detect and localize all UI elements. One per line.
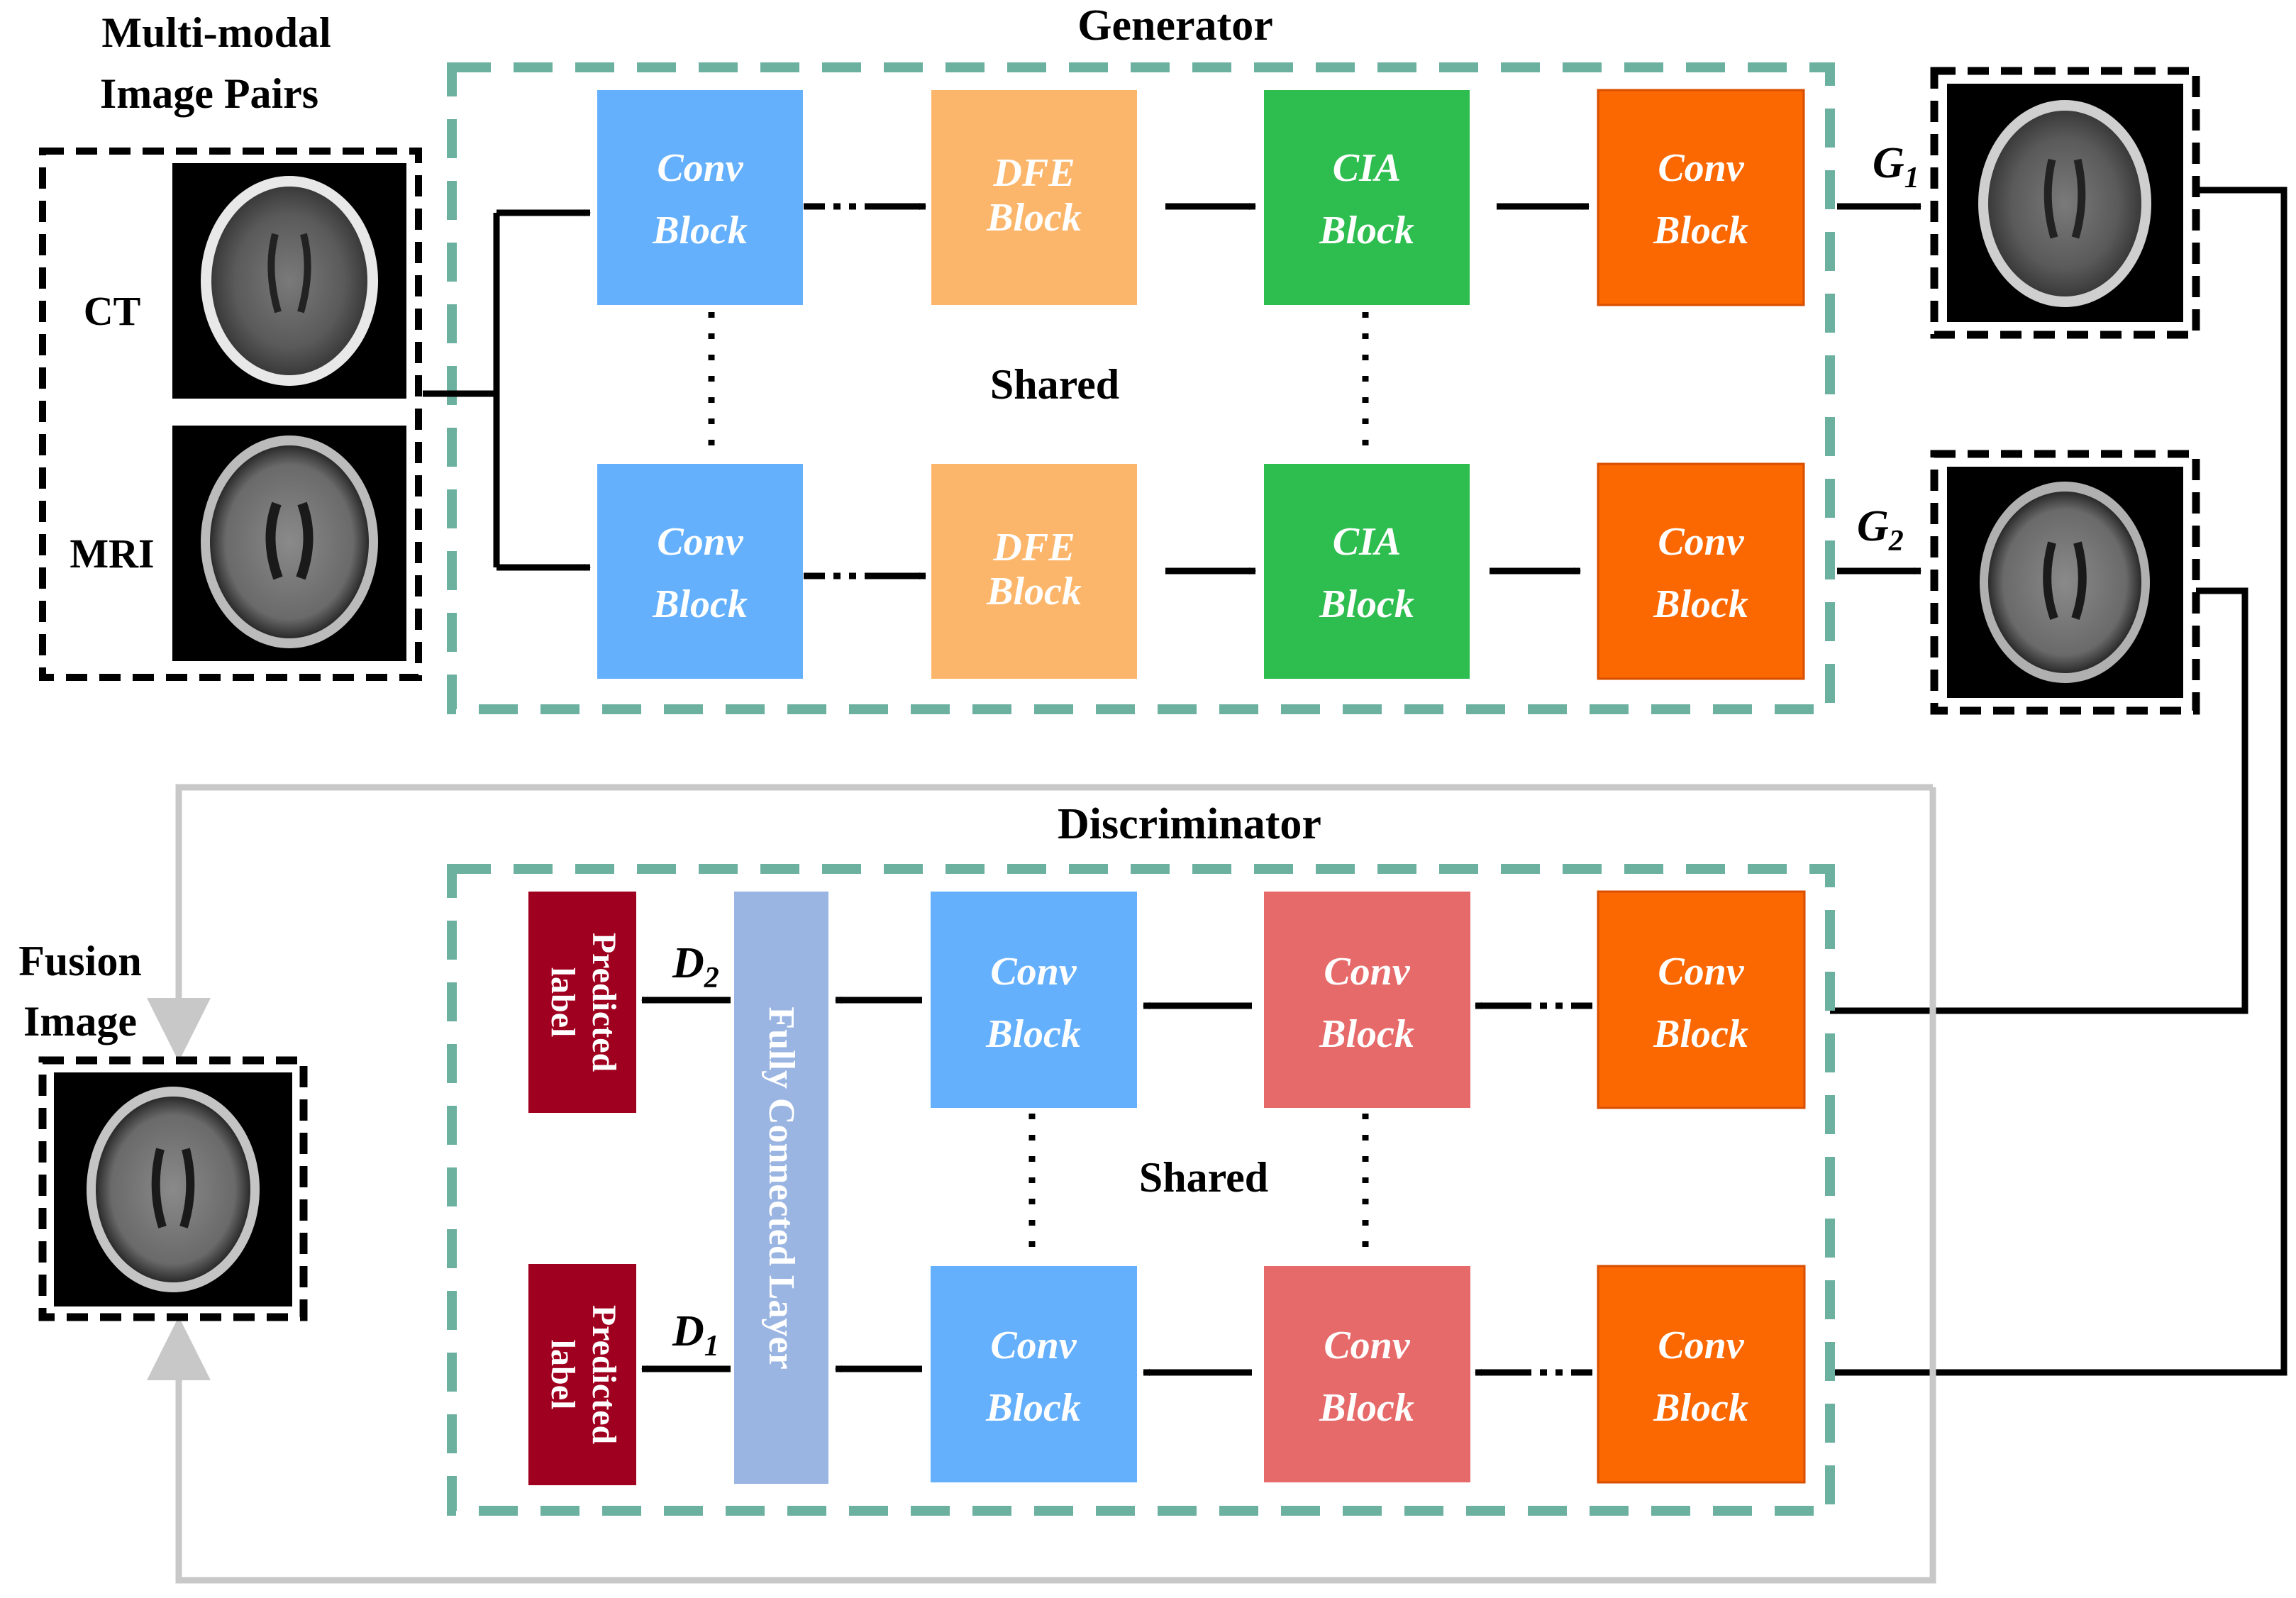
gen-arrows <box>804 203 1921 579</box>
svg-text:Block: Block <box>1653 582 1748 626</box>
disc-predicted-label-bottom: Predicted label <box>528 1264 636 1485</box>
svg-text:Conv: Conv <box>990 1324 1077 1367</box>
svg-text:DFE: DFE <box>992 526 1075 570</box>
disc-conv-block-bottom-mid: Conv Block <box>1264 1266 1470 1482</box>
svg-text:Predicted: Predicted <box>585 933 623 1072</box>
svg-text:Conv: Conv <box>990 950 1077 994</box>
svg-text:Block: Block <box>652 209 748 253</box>
gen-cia-block-bottom: CIA Block <box>1264 464 1470 679</box>
disc-conv-block-top-left: Conv Block <box>931 892 1137 1108</box>
svg-text:Fully Connected Layer: Fully Connected Layer <box>761 1006 802 1369</box>
svg-text:Conv: Conv <box>657 146 743 190</box>
svg-text:Block: Block <box>1653 1012 1748 1056</box>
fusion-image <box>54 1072 292 1306</box>
svg-text:Block: Block <box>986 196 1082 240</box>
svg-text:Conv: Conv <box>1658 950 1744 994</box>
gen-conv-out-block-top: Conv Block <box>1597 89 1805 306</box>
svg-text:CIA: CIA <box>1333 520 1402 564</box>
svg-text:Block: Block <box>986 570 1082 614</box>
mri-image <box>172 426 406 661</box>
g1-output-frame <box>1930 67 2200 339</box>
g2-label: G2 <box>1857 502 1904 557</box>
gen-dfe-block-top: DFE Block <box>931 90 1137 305</box>
ct-image <box>172 163 406 399</box>
g2-output-image <box>1947 467 2183 698</box>
svg-text:Predicted: Predicted <box>585 1305 623 1445</box>
svg-text:label: label <box>544 967 582 1038</box>
svg-text:Conv: Conv <box>1324 1324 1410 1367</box>
disc-conv-block-top-right: Conv Block <box>1597 890 1806 1109</box>
input-connector <box>423 213 500 567</box>
d2-label: D2 <box>672 939 719 994</box>
ct-label: CT <box>84 288 141 334</box>
fusion-title-line2: Image <box>23 998 137 1045</box>
svg-text:CIA: CIA <box>1333 146 1402 190</box>
svg-text:Conv: Conv <box>1658 146 1744 190</box>
mri-label: MRI <box>70 531 154 577</box>
g1-label: G1 <box>1873 139 1919 194</box>
input-title-line1: Multi-modal <box>101 9 331 56</box>
discriminator-title: Discriminator <box>1058 800 1321 848</box>
input-frame <box>39 148 422 681</box>
svg-text:Conv: Conv <box>1658 520 1744 564</box>
fusion-return-loop <box>147 787 1936 1584</box>
disc-conv-block-top-mid: Conv Block <box>1264 892 1470 1108</box>
g1-output-image <box>1947 84 2183 322</box>
svg-text:Block: Block <box>1653 209 1748 253</box>
d1-label: D1 <box>672 1307 719 1363</box>
g2-to-discriminator-line <box>1822 587 2248 1014</box>
gen-conv-block-bottom: Conv Block <box>597 464 803 679</box>
disc-shared-label: Shared <box>1139 1154 1268 1201</box>
gen-cia-block-top: CIA Block <box>1264 90 1470 305</box>
gen-dfe-block-bottom: DFE Block <box>931 464 1137 679</box>
disc-conv-block-bottom-right: Conv Block <box>1597 1265 1806 1484</box>
input-title-line2: Image Pairs <box>100 70 318 117</box>
svg-text:Block: Block <box>1319 582 1414 626</box>
svg-text:Conv: Conv <box>1324 950 1410 994</box>
svg-text:label: label <box>544 1340 582 1410</box>
g2-output-frame <box>1930 450 2200 715</box>
disc-arrows <box>641 997 1592 1376</box>
svg-text:Conv: Conv <box>657 520 743 564</box>
svg-text:DFE: DFE <box>992 151 1075 195</box>
svg-text:Block: Block <box>1319 1386 1414 1430</box>
svg-text:Block: Block <box>1319 1012 1414 1056</box>
fusion-title-line1: Fusion <box>18 938 141 984</box>
g1-to-discriminator-line <box>1822 187 2287 1376</box>
gen-conv-block-top: Conv Block <box>597 90 803 305</box>
svg-text:Block: Block <box>652 582 748 626</box>
svg-text:Block: Block <box>985 1012 1081 1056</box>
svg-text:Block: Block <box>985 1386 1081 1430</box>
disc-conv-block-bottom-left: Conv Block <box>931 1266 1137 1482</box>
gen-shared-label: Shared <box>990 361 1119 408</box>
generator-title: Generator <box>1077 1 1272 50</box>
generator-frame <box>447 62 1835 714</box>
disc-predicted-label-top: Predicted label <box>528 892 636 1113</box>
fully-connected-layer: Fully Connected Layer <box>734 892 828 1484</box>
svg-text:Conv: Conv <box>1658 1324 1744 1367</box>
svg-text:Block: Block <box>1319 209 1414 253</box>
fusion-return-loop-top <box>147 784 1933 1062</box>
gen-conv-out-block-bottom: Conv Block <box>1597 462 1805 680</box>
svg-text:Block: Block <box>1653 1386 1748 1430</box>
